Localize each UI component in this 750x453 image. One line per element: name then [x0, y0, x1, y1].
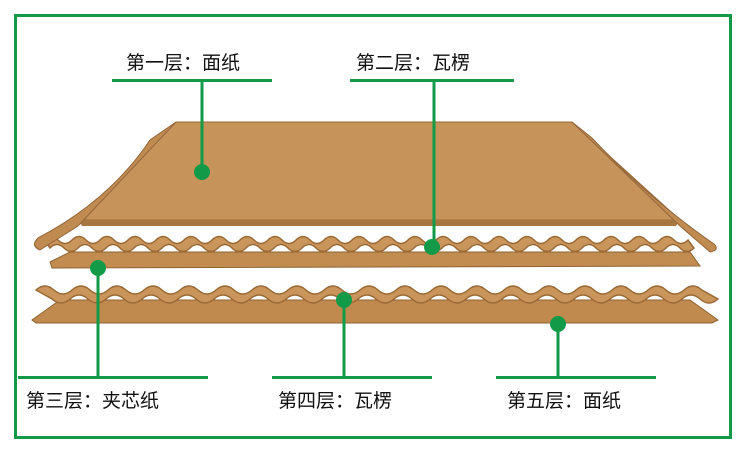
label-layer1: 第一层：面纸	[126, 52, 241, 74]
label-underline-layer3	[18, 376, 208, 379]
label-underline-layer5	[496, 376, 656, 379]
label-layer5: 第五层：面纸	[507, 390, 622, 412]
middle-liner-sheet	[49, 251, 701, 269]
label-underline-layer2	[350, 79, 514, 82]
label-underline-layer1	[112, 79, 272, 82]
marker-dot-layer1	[194, 164, 210, 180]
lower-flute-wave	[34, 285, 720, 304]
right-curl	[571, 121, 717, 253]
diagram-frame	[14, 14, 732, 439]
label-underline-layer4	[272, 376, 432, 379]
label-layer2: 第二层：瓦楞	[356, 52, 471, 74]
label-layer3: 第三层：夹芯纸	[26, 390, 160, 412]
marker-dot-layer4	[336, 292, 352, 308]
marker-dot-layer2	[424, 239, 440, 255]
upper-flute-wave	[43, 235, 695, 253]
top-liner-edge	[78, 220, 680, 226]
marker-dot-layer3	[90, 260, 106, 276]
left-curl	[34, 121, 177, 251]
label-layer4: 第四层：瓦楞	[278, 390, 393, 412]
marker-dot-layer5	[550, 316, 566, 332]
